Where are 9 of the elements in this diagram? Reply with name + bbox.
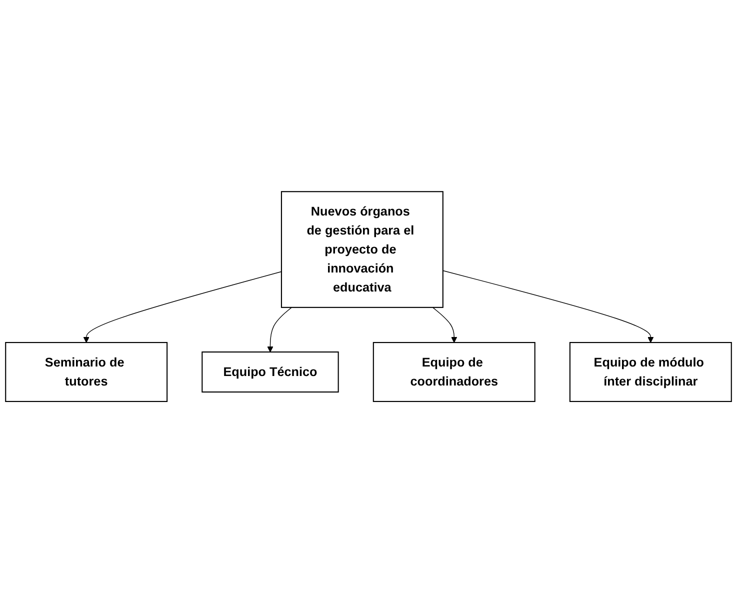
arrow bbox=[83, 271, 282, 343]
node-box: Nuevos órganos de gestión para el proyecto de innovación educativa bbox=[280, 191, 444, 308]
node-box: Equipo de coordinadores bbox=[372, 342, 536, 402]
arrow bbox=[432, 307, 458, 343]
node-box: Equipo de módulo ínter disciplinar bbox=[569, 342, 732, 402]
arrow bbox=[267, 307, 292, 352]
node-box: Equipo Técnico bbox=[202, 351, 339, 392]
node-box: Seminario de tutores bbox=[5, 342, 168, 402]
arrow bbox=[442, 270, 654, 343]
